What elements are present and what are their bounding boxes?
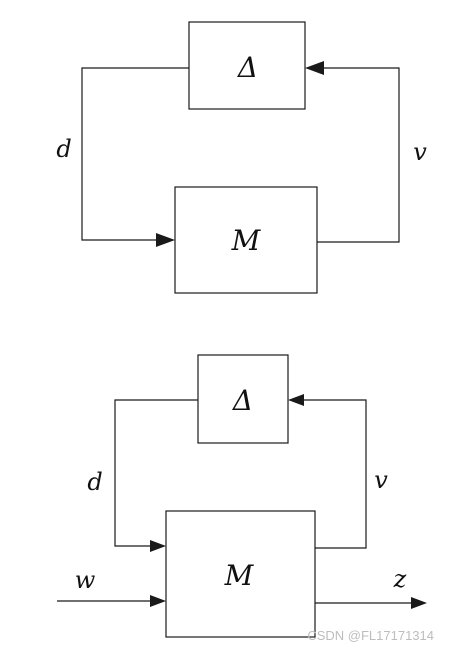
top-m-block: [174, 186, 318, 294]
top-v-label: v: [413, 138, 427, 166]
top-v-arrowhead: [305, 61, 324, 75]
bottom-v-arrowhead: [288, 394, 304, 406]
w-arrowhead: [150, 595, 166, 607]
bottom-delta-block: [197, 354, 289, 444]
bottom-v-wire: [302, 399, 367, 549]
top-d-wire: [81, 67, 189, 241]
bottom-v-label: v: [374, 466, 388, 494]
bottom-d-arrowhead: [150, 540, 166, 552]
top-diagram: Δ M d v: [56, 21, 427, 294]
bottom-m-label: M: [224, 559, 255, 592]
bottom-d-label: d: [87, 468, 102, 496]
top-delta-label: Δ: [237, 51, 258, 84]
z-arrowhead: [411, 597, 427, 609]
bottom-diagram: Δ M d v w z: [57, 354, 427, 638]
top-d-arrowhead: [156, 233, 175, 247]
watermark-text: CSDN @FL17171314: [307, 628, 434, 643]
top-d-label: d: [56, 135, 71, 163]
top-m-label: M: [231, 224, 262, 257]
top-delta-block: [188, 21, 306, 110]
bottom-m-block: [165, 510, 316, 638]
z-label: z: [393, 565, 407, 593]
bottom-delta-label: Δ: [232, 384, 253, 417]
bottom-d-wire: [114, 399, 198, 547]
top-v-wire: [317, 67, 400, 243]
w-label: w: [75, 566, 96, 594]
